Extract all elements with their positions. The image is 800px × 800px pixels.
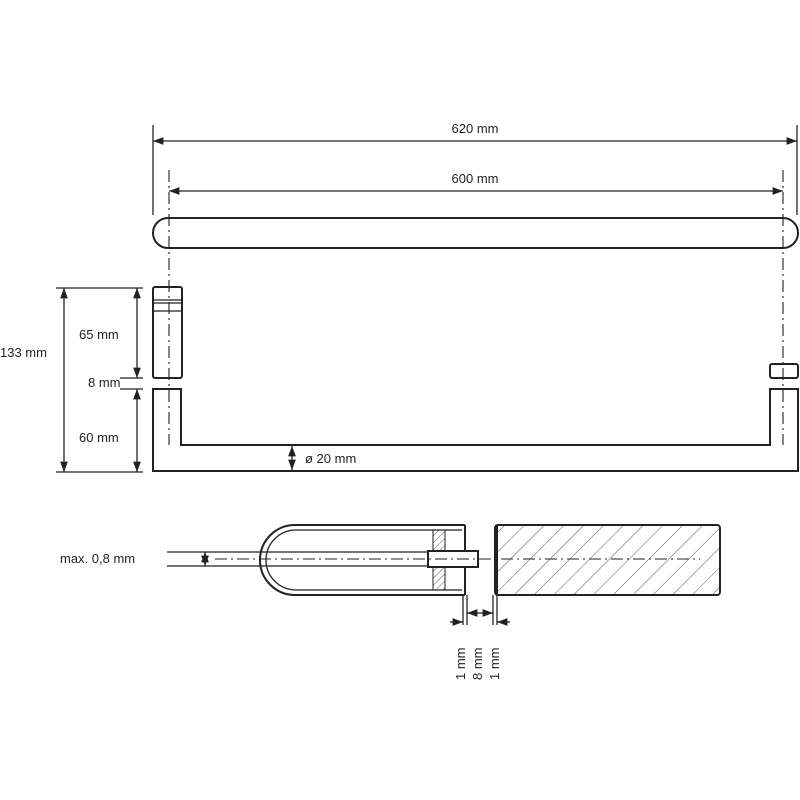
detail-gap-left-label: 1 mm [453,648,468,681]
upper-part-label: 65 mm [79,327,119,342]
side-view: 133 mm 65 mm 8 mm 60 mm ø 20 mm [0,286,799,473]
handle-side-profile [152,388,799,472]
upper-post [152,286,183,379]
glass-panel-section [494,524,721,596]
section-detail: max. 0,8 mm 1 mm 8 mm 1 mm [60,524,721,681]
diameter-label: ø 20 mm [305,451,356,466]
right-cap [769,363,799,379]
lower-part-label: 60 mm [79,430,119,445]
overall-length-label: 620 mm [452,121,499,136]
detail-gap-right-label: 1 mm [487,648,502,681]
center-distance-label: 600 mm [452,171,499,186]
handle-section [259,524,465,596]
max-thickness-label: max. 0,8 mm [60,551,135,566]
total-height-label: 133 mm [0,345,47,360]
top-view: 620 mm 600 mm [152,121,799,445]
detail-gap-middle-label: 8 mm [470,648,485,681]
gap-label: 8 mm [88,375,121,390]
handle-bar-top-view [152,217,799,249]
